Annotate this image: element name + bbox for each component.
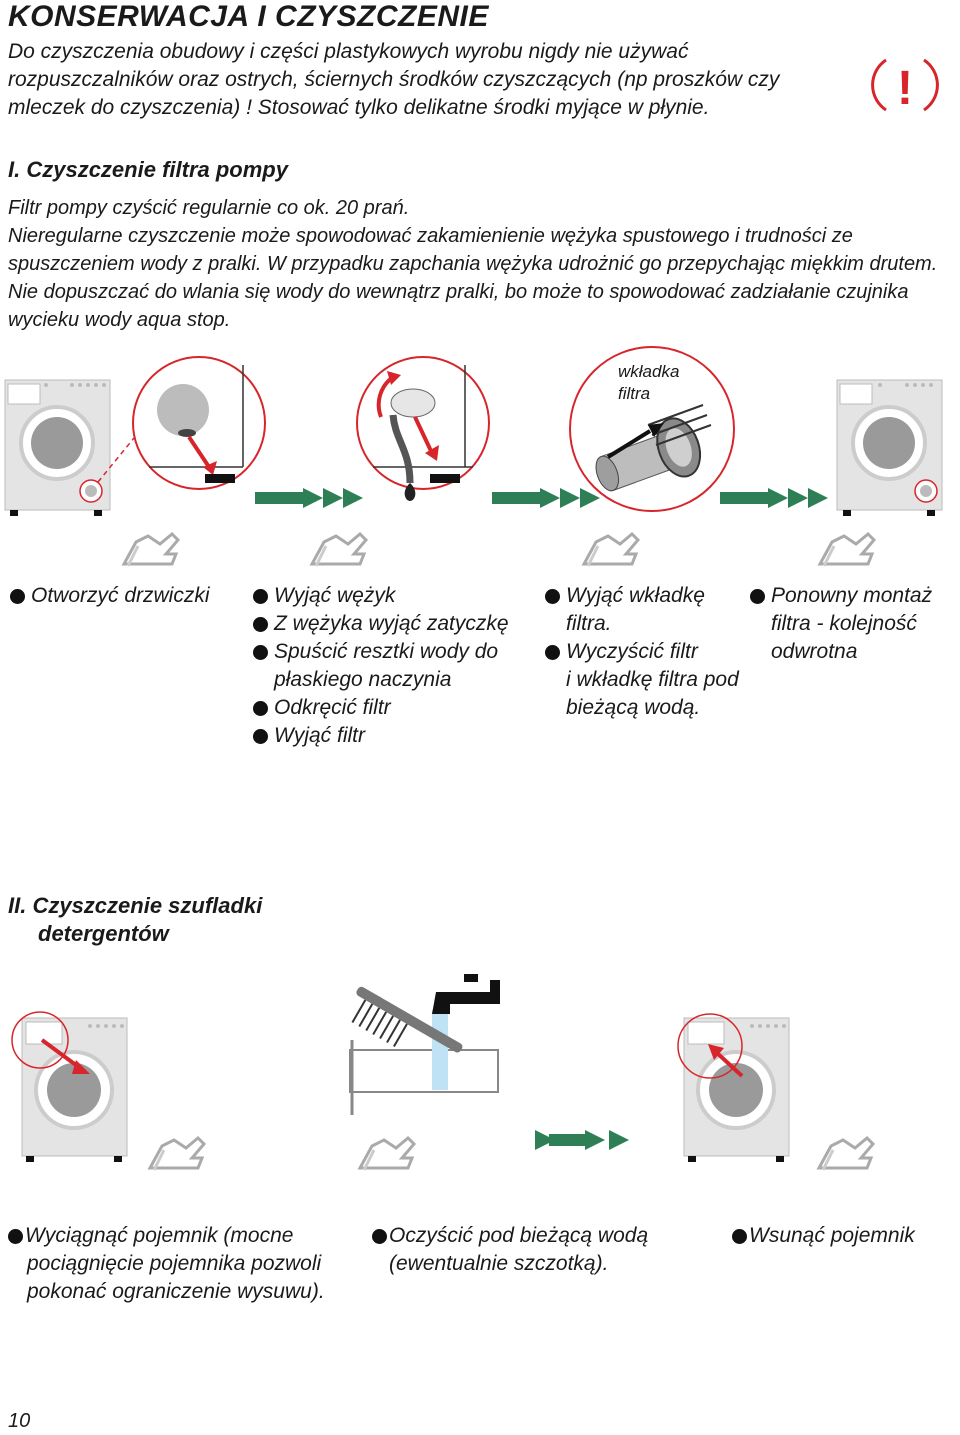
hand-icon — [816, 1135, 876, 1171]
hose-drain-zoom — [356, 356, 490, 501]
bullet-icon — [253, 701, 268, 716]
drawer-pull-illustration — [11, 1011, 128, 1162]
step-text: Z wężyka wyjąć zatyczkę — [274, 612, 509, 635]
intro-text: Do czyszczenia obudowy i części plastyko… — [8, 40, 780, 119]
bullet-icon — [545, 589, 560, 604]
step-text: płaskiego naczynia — [274, 668, 452, 691]
warning-symbol: ! — [897, 62, 913, 115]
steps2-col1: Wyciągnąć pojemnik (mocne pociągnięcie p… — [8, 1222, 325, 1306]
step-text: Odkręcić filtr — [274, 696, 391, 719]
machine-foot — [205, 474, 235, 483]
bullet-icon — [8, 1229, 23, 1244]
step-text: Ponowny montaż — [771, 584, 933, 607]
step-text: pociągnięcie pojemnika pozwoli — [27, 1252, 322, 1275]
hand-icon — [357, 1135, 417, 1171]
bullet-icon — [10, 589, 25, 604]
step-text: Wyjąć filtr — [274, 724, 365, 747]
bullet-icon — [372, 1229, 387, 1244]
steps-col2: Wyjąć wężyk Z wężyka wyjąć zatyczkę Spuś… — [253, 582, 509, 750]
steps-col1: Otworzyć drzwiczki — [10, 582, 210, 610]
page-number: 10 — [8, 1410, 31, 1432]
step-text: bieżącą wodą. — [566, 696, 701, 719]
hand-icon — [581, 531, 641, 567]
machine-foot — [430, 474, 460, 483]
washing-machine-illustration — [4, 379, 135, 516]
drawer-insert-illustration — [677, 1013, 790, 1162]
step-text: i wkładkę filtra pod — [566, 668, 739, 691]
insert-label-line1: wkładka — [618, 362, 680, 381]
step-text: Wyciągnąć pojemnik (mocne — [25, 1224, 294, 1247]
hand-icon — [817, 531, 877, 567]
step-text: Wsunąć pojemnik — [749, 1224, 915, 1247]
tap-and-brush-illustration — [349, 974, 500, 1115]
step-text: odwrotna — [771, 640, 858, 663]
washing-machine-illustration — [836, 379, 943, 516]
next-arrow-2 — [492, 488, 600, 508]
hand-icon — [121, 531, 181, 567]
page-title: KONSERWACJA I CZYSZCZENIE — [8, 0, 489, 33]
step-text: (ewentualnie szczotką). — [389, 1252, 609, 1275]
step-text: Otworzyć drzwiczki — [31, 584, 210, 607]
insert-label-line2: filtra — [618, 384, 651, 403]
step-text: Wyjąć wkładkę — [566, 584, 705, 607]
filter-door-zoom — [132, 356, 266, 490]
step-text: Wyjąć wężyk — [274, 584, 396, 607]
section1-line1: Filtr pompy czyścić regularnie co ok. 20… — [8, 197, 410, 219]
bullet-icon — [253, 589, 268, 604]
next-arrow-1 — [255, 488, 363, 508]
steps-col4: Ponowny montaż filtra - kolejność odwrot… — [750, 582, 932, 666]
bullet-icon — [253, 729, 268, 744]
bullet-icon — [253, 645, 268, 660]
bullet-icon — [750, 589, 765, 604]
next-arrow-3 — [720, 488, 828, 508]
step-text: Spuścić resztki wody do — [274, 640, 499, 663]
section1-heading: I. Czyszczenie filtra pompy — [8, 157, 288, 182]
hand-icon — [147, 1135, 207, 1171]
steps-col3: Wyjąć wkładkę filtra. Wyczyścić filtr i … — [545, 582, 739, 722]
step-text: pokonać ograniczenie wysuwu). — [27, 1280, 325, 1303]
bullet-icon — [545, 645, 560, 660]
filter-insert-zoom — [569, 346, 735, 512]
bullet-icon — [732, 1229, 747, 1244]
section2-heading-line1: II. Czyszczenie szufladki — [8, 893, 263, 918]
steps2-col2: Oczyścić pod bieżącą wodą (ewentualnie s… — [372, 1222, 648, 1278]
hand-icon — [309, 531, 369, 567]
step-text: Wyczyścić filtr — [566, 640, 698, 663]
steps2-col3: Wsunąć pojemnik — [732, 1222, 915, 1250]
next-arrow-4 — [535, 1130, 629, 1150]
step-text: filtra. — [566, 612, 612, 635]
section1-body: Nieregularne czyszczenie może spowodować… — [8, 225, 938, 331]
warning-icon: ! — [871, 58, 939, 115]
step-text: filtra - kolejność — [771, 612, 917, 635]
step-text: Oczyścić pod bieżącą wodą — [389, 1224, 649, 1247]
bullet-icon — [253, 617, 268, 632]
section2-heading-line2: detergentów — [38, 921, 169, 946]
